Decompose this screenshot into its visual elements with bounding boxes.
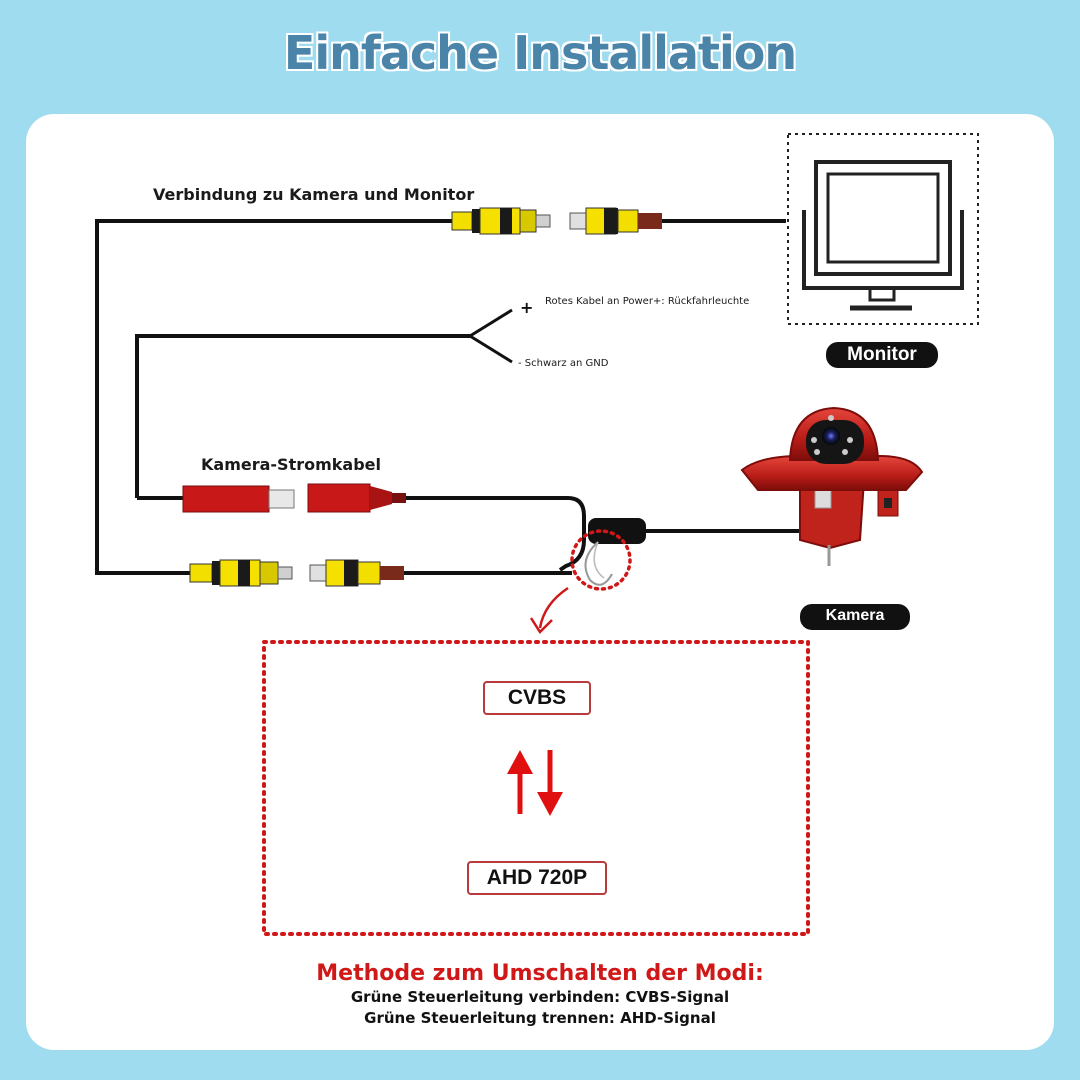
- power-cable-right: [406, 496, 586, 572]
- camera-icon: [740, 406, 924, 566]
- pointer-arrow: [529, 586, 569, 634]
- plus-sign: +: [520, 298, 533, 317]
- mode-ahd: AHD 720P: [467, 861, 607, 895]
- monitor-label: Monitor: [826, 342, 938, 368]
- power-plug-left: [182, 485, 295, 513]
- footer-line-1: Grüne Steuerleitung verbinden: CVBS-Sign…: [350, 988, 730, 1006]
- footer-heading: Methode zum Umschalten der Modi:: [316, 961, 764, 986]
- mode-cvbs: CVBS: [483, 681, 591, 715]
- connection-label: Verbindung zu Kamera und Monitor: [153, 185, 475, 204]
- black-wire-label: - Schwarz an GND: [518, 358, 609, 369]
- rca-plug-male-bottom: [189, 559, 293, 587]
- mode-switch-box: [262, 640, 810, 936]
- monitor-icon: [787, 133, 979, 325]
- footer-line-2: Grüne Steuerleitung trennen: AHD-Signal: [364, 1009, 716, 1027]
- control-wire-highlight: [570, 529, 632, 591]
- junction-block: [588, 518, 800, 544]
- red-wire-label: Rotes Kabel an Power+: Rückfahrleuchte: [545, 296, 750, 307]
- green-control-wire: [584, 541, 613, 586]
- power-cable-label: Kamera-Stromkabel: [201, 455, 381, 474]
- power-wire-split: [135, 308, 513, 498]
- video-cable-top: [95, 219, 455, 575]
- switch-arrows-icon: [507, 750, 563, 816]
- page-title: Einfache Installation: [283, 25, 798, 81]
- rca-plug-female-bottom: [309, 559, 404, 587]
- rca-plug-female-top: [569, 207, 662, 235]
- power-plug-right: [307, 483, 406, 513]
- rca-plug-male-top: [451, 207, 551, 235]
- camera-label: Kamera: [800, 604, 910, 630]
